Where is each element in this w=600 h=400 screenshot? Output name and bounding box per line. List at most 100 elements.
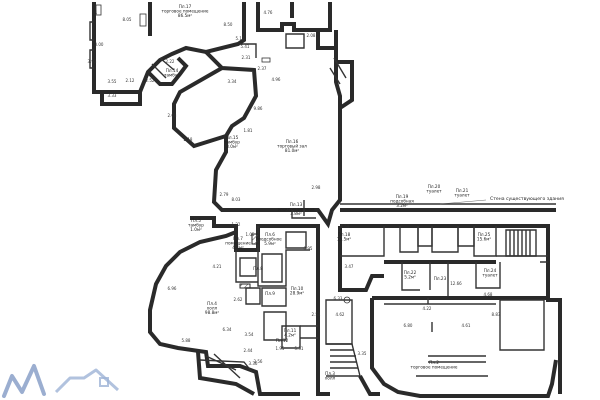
room-number-r15: Пл.15: [226, 135, 239, 140]
room-area-r5: 1.0м²: [190, 227, 202, 232]
room-number-r10: Пл.10: [291, 286, 304, 291]
dimension-label: 3.36: [249, 361, 258, 366]
plan-notes: Стена существующего здания: [490, 196, 564, 202]
room-number-r16: Пл.16: [286, 139, 299, 144]
dimension-label: 1.05: [246, 232, 255, 237]
room-area-r11: 4.2м²: [284, 333, 296, 338]
room-name-r5: тамбур: [188, 223, 204, 228]
dimension-label: 2.18: [184, 137, 193, 142]
dimension-label: 2.44: [244, 348, 253, 353]
dimension-label: 12.66: [450, 281, 462, 286]
plan-note: Стена существующего здания: [490, 196, 564, 202]
dimension-label: 4.96: [272, 77, 281, 82]
room-area-r10: 28.9м²: [290, 291, 304, 296]
dimension-label: 5.59: [341, 224, 350, 229]
dimension-label: 8.50: [224, 22, 233, 27]
dimension-label: 8.05: [123, 17, 132, 22]
room-area-r18: 15.5м²: [337, 237, 351, 242]
room-area-r7: 4.4м²: [232, 245, 244, 250]
room-name-r7: помещение: [225, 241, 251, 246]
dimension-label: 5.31: [295, 346, 304, 351]
room-number-r17: Пл.17: [179, 4, 192, 9]
room-name-r20: туалет: [426, 189, 442, 194]
room-name-r4: холл: [207, 306, 218, 311]
room-number-r24: Пл.24: [484, 268, 497, 273]
dimension-label: 2.79: [220, 192, 229, 197]
dimension-label: 8.83: [492, 312, 501, 317]
room-number-r22: Пл.22: [404, 270, 417, 275]
room-number-r9: Пл.9: [265, 291, 275, 296]
room-number-r12: Пл.12: [276, 338, 289, 343]
dimension-label: 3.47: [345, 264, 354, 269]
room-area-r19: 3.2м²: [396, 203, 408, 208]
room-area-r4: 98.8м²: [205, 310, 219, 315]
watermark-logo: [2, 364, 120, 398]
room-area-r17: 86.5м²: [178, 13, 192, 18]
dimension-label: 2.08: [168, 113, 177, 118]
dimension-label: 2.62: [234, 297, 243, 302]
dimension-label: 2.52: [146, 78, 155, 83]
dimension-label: 1.81: [244, 128, 253, 133]
dimension-label: 3.33: [108, 93, 117, 98]
room-area-r25: 15.6м²: [477, 237, 491, 242]
room-number-r8: Пл.8: [253, 266, 263, 271]
dimension-labels: 3.008.058.505.124.762.372.312.085.414.96…: [88, 10, 501, 366]
room-number-r21: Пл.21: [456, 188, 469, 193]
room-number-r25: Пл.25: [478, 232, 491, 237]
room-labels: 1 Пл.17 торговое помещение 86.5м² Пл.16торго…: [95, 4, 498, 381]
room-name-r14: тамбур: [164, 73, 180, 78]
dimension-label: 3.55: [108, 79, 117, 84]
dimension-label: 2.37: [258, 66, 267, 71]
room-number-r1: 1: [95, 10, 98, 15]
dimension-label: 2.98: [312, 185, 321, 190]
room-number-r2: Пл.2: [429, 360, 439, 365]
room-area-r22: 5.2м²: [404, 275, 416, 280]
dimension-label: 8.03: [232, 197, 241, 202]
room-number-r3: Пл.3: [325, 371, 335, 376]
service-block: [234, 224, 320, 376]
room-number-r6: Пл.6: [265, 232, 275, 237]
room-number-r19: Пл.19: [396, 194, 409, 199]
dimension-label: 6.96: [168, 286, 177, 291]
room-number-r20: Пл.20: [428, 184, 441, 189]
room-name-r13: электрощитовая: [278, 207, 315, 212]
dimension-label: 3.34: [228, 79, 237, 84]
dimension-label: 3.00: [95, 42, 104, 47]
dimension-label: 4.22: [423, 306, 432, 311]
dimension-label: 6.34: [223, 327, 232, 332]
dimension-label: 2.31: [242, 55, 251, 60]
room-number-r18: Пл.18: [338, 232, 351, 237]
room-number-r7: Пл.7: [233, 236, 243, 241]
central-hall: [172, 30, 354, 229]
dimension-label: 4.62: [336, 312, 345, 317]
dimension-label: 9.86: [254, 106, 263, 111]
dimension-label: 4.21: [213, 264, 222, 269]
dimension-label: 2.08: [307, 33, 316, 38]
room-area-r16: 81.0м²: [285, 148, 299, 153]
room-name-r3: холл: [325, 376, 336, 381]
room-name-r19: подсобная: [390, 199, 414, 204]
room-number-r11: Пл.11: [284, 328, 297, 333]
dimension-label: 5.88: [182, 338, 191, 343]
room-area-r6: 5.9м²: [264, 241, 276, 246]
dimension-label: 5.12: [236, 36, 245, 41]
dimension-label: 5.41: [241, 44, 250, 49]
dimension-label: 2.22: [166, 59, 175, 64]
room-number-r13: Пл.13: [290, 202, 303, 207]
dimension-label: 6.80: [404, 323, 413, 328]
right-wing: [316, 199, 562, 398]
dimension-label: 1.22: [232, 222, 241, 227]
room-name-r16: торговый зал: [277, 144, 307, 149]
room-name-r24: туалет: [482, 273, 498, 278]
dimension-label: 3.54: [245, 332, 254, 337]
room-name-r6: подсобное: [258, 237, 282, 242]
dimension-label: 2.12: [126, 78, 135, 83]
wing-upper-right: [240, 2, 336, 58]
room-area-r15: 3.0м²: [226, 144, 238, 149]
room-name-r2: торговое помещение: [411, 365, 458, 370]
dimension-label: 3.56: [254, 359, 263, 364]
dimension-label: 2.51: [312, 312, 321, 317]
dimension-label: 6.33: [334, 296, 343, 301]
room-name-r21: туалет: [454, 193, 470, 198]
